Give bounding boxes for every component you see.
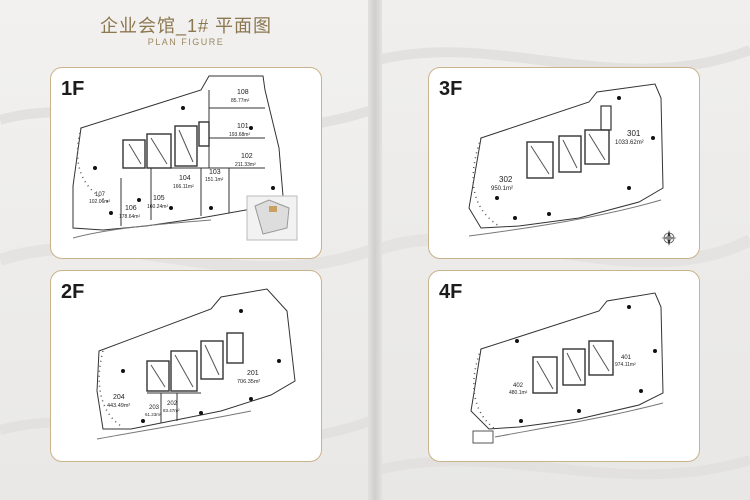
unit-103-no: 103 (209, 169, 221, 176)
floor-label: 3F (439, 78, 463, 100)
floor-plan-1f: 108 85.77m² 101 193.68m² 102 211.33m² 10… (72, 75, 298, 241)
unit-103-area: 151.1m² (205, 177, 224, 183)
floor-label: 4F (439, 281, 463, 303)
unit-401-no: 401 (621, 355, 632, 361)
floor-plan-card-1f: 1F (50, 67, 322, 259)
unit-107-area: 102.06m² (89, 199, 110, 205)
unit-402-no: 402 (513, 383, 524, 389)
floor-plan-3f: 301 1033.62m² 302 950.1m² (468, 83, 677, 246)
unit-202-no: 202 (167, 401, 178, 407)
floor-label: 2F (61, 281, 85, 303)
floor-plan-4f: 401 974.11m² 402 480.1m² (470, 292, 664, 444)
unit-203-no: 203 (149, 405, 160, 411)
unit-101-area: 193.68m² (229, 132, 250, 138)
unit-106-no: 106 (125, 205, 137, 212)
unit-204-no: 204 (113, 394, 125, 401)
unit-401-area: 974.11m² (615, 362, 636, 368)
floor-plan-card-4f: 4F 401 974.11m² 402 480.1m² (428, 270, 700, 462)
unit-301-area: 1033.62m² (615, 140, 644, 146)
site-map-icon (246, 195, 298, 241)
unit-203-area: 61.23m² (145, 412, 162, 417)
book-spine (368, 0, 382, 500)
floor-plan-card-2f: 2F 201 706.35m² 204 443.49m² 203 61.23m² (50, 270, 322, 462)
unit-107-no: 107 (95, 192, 106, 198)
unit-402-area: 480.1m² (509, 390, 528, 396)
unit-104-area: 166.11m² (173, 184, 194, 190)
unit-102-area: 211.33m² (235, 162, 256, 168)
floor-label: 1F (61, 78, 85, 100)
compass-icon (661, 230, 677, 246)
floor-plan-2f: 201 706.35m² 204 443.49m² 203 61.23m² 20… (96, 288, 296, 440)
unit-105-area: 160.24m² (147, 204, 168, 210)
unit-201-area: 706.35m² (237, 379, 260, 385)
floor-plan-card-3f: 3F 301 1033.62m² 302 950.1m² (428, 67, 700, 259)
unit-302-area: 950.1m² (491, 186, 513, 192)
unit-101-no: 101 (237, 123, 249, 130)
unit-204-area: 443.49m² (107, 403, 130, 409)
unit-106-area: 178.64m² (119, 214, 140, 220)
unit-108-area: 85.77m² (231, 98, 250, 104)
unit-301-no: 301 (627, 129, 641, 138)
unit-202-area: 83.47m² (163, 408, 180, 413)
unit-104-no: 104 (179, 175, 191, 182)
unit-102-no: 102 (241, 153, 253, 160)
page-title: 企业会馆_1# 平面图 (99, 16, 273, 36)
unit-108-no: 108 (237, 89, 249, 96)
page-subtitle: PLAN FIGURE (147, 37, 225, 47)
unit-105-no: 105 (153, 195, 165, 202)
unit-201-no: 201 (247, 370, 259, 377)
unit-302-no: 302 (499, 175, 513, 184)
